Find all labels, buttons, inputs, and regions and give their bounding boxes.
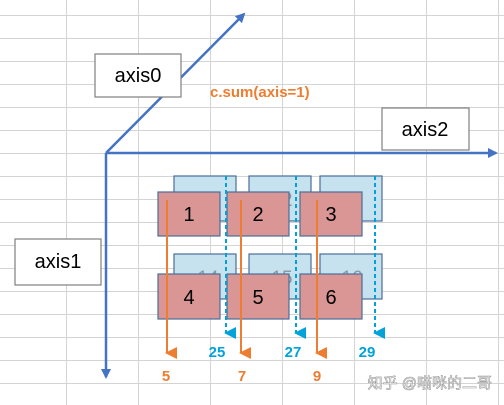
front-cell xyxy=(157,191,221,237)
axis1-label: axis1 xyxy=(35,251,82,273)
front-cell-value: 2 xyxy=(252,204,263,226)
axis0-label: axis0 xyxy=(115,65,162,87)
front-layer: 1 2 3 4 5 6 xyxy=(157,191,363,320)
front-cell-value: 5 xyxy=(252,287,263,309)
sum-back-value: 25 xyxy=(209,344,226,361)
front-cell-value: 3 xyxy=(325,204,336,226)
sum-back-value: 29 xyxy=(359,344,376,361)
sum-front-value: 7 xyxy=(238,368,246,385)
sum-front-value: 9 xyxy=(313,368,321,385)
sum-front-value: 5 xyxy=(162,368,170,385)
front-cell-value: 6 xyxy=(325,287,336,309)
axis2-label-box xyxy=(381,107,470,151)
front-sum-arrows xyxy=(165,200,327,359)
back-sum-arrows xyxy=(224,176,385,339)
front-cell xyxy=(157,273,221,320)
front-cell xyxy=(299,273,363,320)
front-cell xyxy=(299,191,363,237)
front-cell-value: 1 xyxy=(183,204,194,226)
front-cell xyxy=(226,191,290,237)
axis0-label-box xyxy=(94,53,182,98)
code-label: c.sum(axis=1) xyxy=(210,84,310,101)
axis1-label-box xyxy=(14,238,102,286)
front-cell-value: 4 xyxy=(183,287,194,309)
sum-back-value: 27 xyxy=(285,344,302,361)
watermark: 知乎 @喵咪的二哥 xyxy=(368,375,492,392)
axis2-label: axis2 xyxy=(402,119,449,141)
front-cell xyxy=(226,273,290,320)
